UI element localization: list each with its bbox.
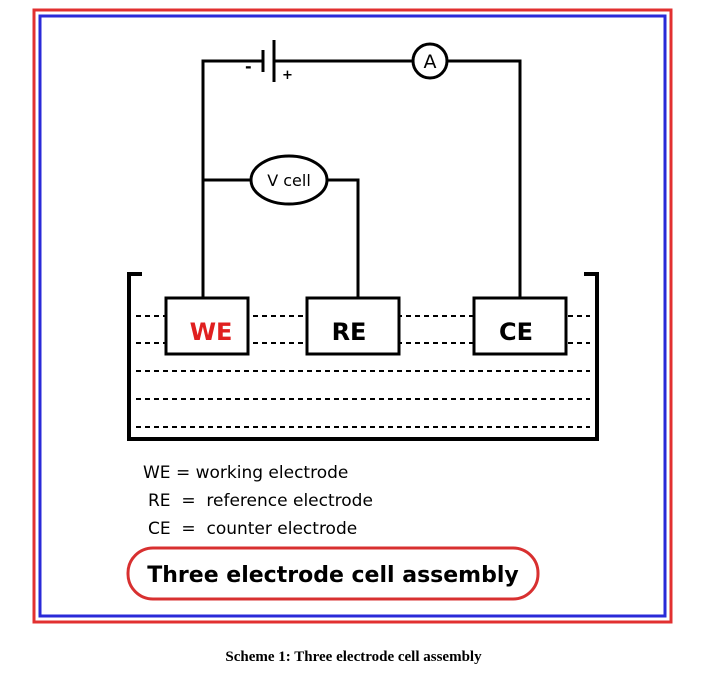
- working-electrode-label: WE: [190, 318, 233, 346]
- reference-electrode: RE: [305, 296, 401, 356]
- cell-container: [127, 272, 599, 441]
- figure-caption: Scheme 1: Three electrode cell assembly: [225, 649, 482, 665]
- inner-frame: [38, 14, 667, 618]
- legend-ce: CE = counter electrode: [148, 519, 357, 539]
- ammeter: A: [411, 42, 449, 80]
- working-electrode: WE: [164, 296, 250, 356]
- battery-positive-label: +: [282, 68, 293, 83]
- ammeter-label: A: [424, 51, 437, 73]
- counter-electrode-label: CE: [499, 318, 533, 346]
- battery-symbol: - +: [245, 40, 293, 83]
- legend-we: WE = working electrode: [143, 463, 348, 483]
- battery-negative-label: -: [245, 57, 252, 76]
- voltmeter-wire: [203, 178, 360, 298]
- legend-re: RE = reference electrode: [148, 491, 373, 511]
- diagram-title: Three electrode cell assembly: [147, 563, 518, 588]
- outer-frame: [32, 8, 673, 624]
- voltmeter-label: V cell: [267, 171, 311, 190]
- legend: WE = working electrode RE = reference el…: [143, 463, 373, 539]
- outer-circuit-wire: [201, 59, 522, 298]
- reference-electrode-label: RE: [332, 318, 367, 346]
- title-badge: Three electrode cell assembly: [126, 546, 540, 601]
- voltmeter: V cell: [249, 154, 329, 206]
- counter-electrode: CE: [472, 296, 568, 356]
